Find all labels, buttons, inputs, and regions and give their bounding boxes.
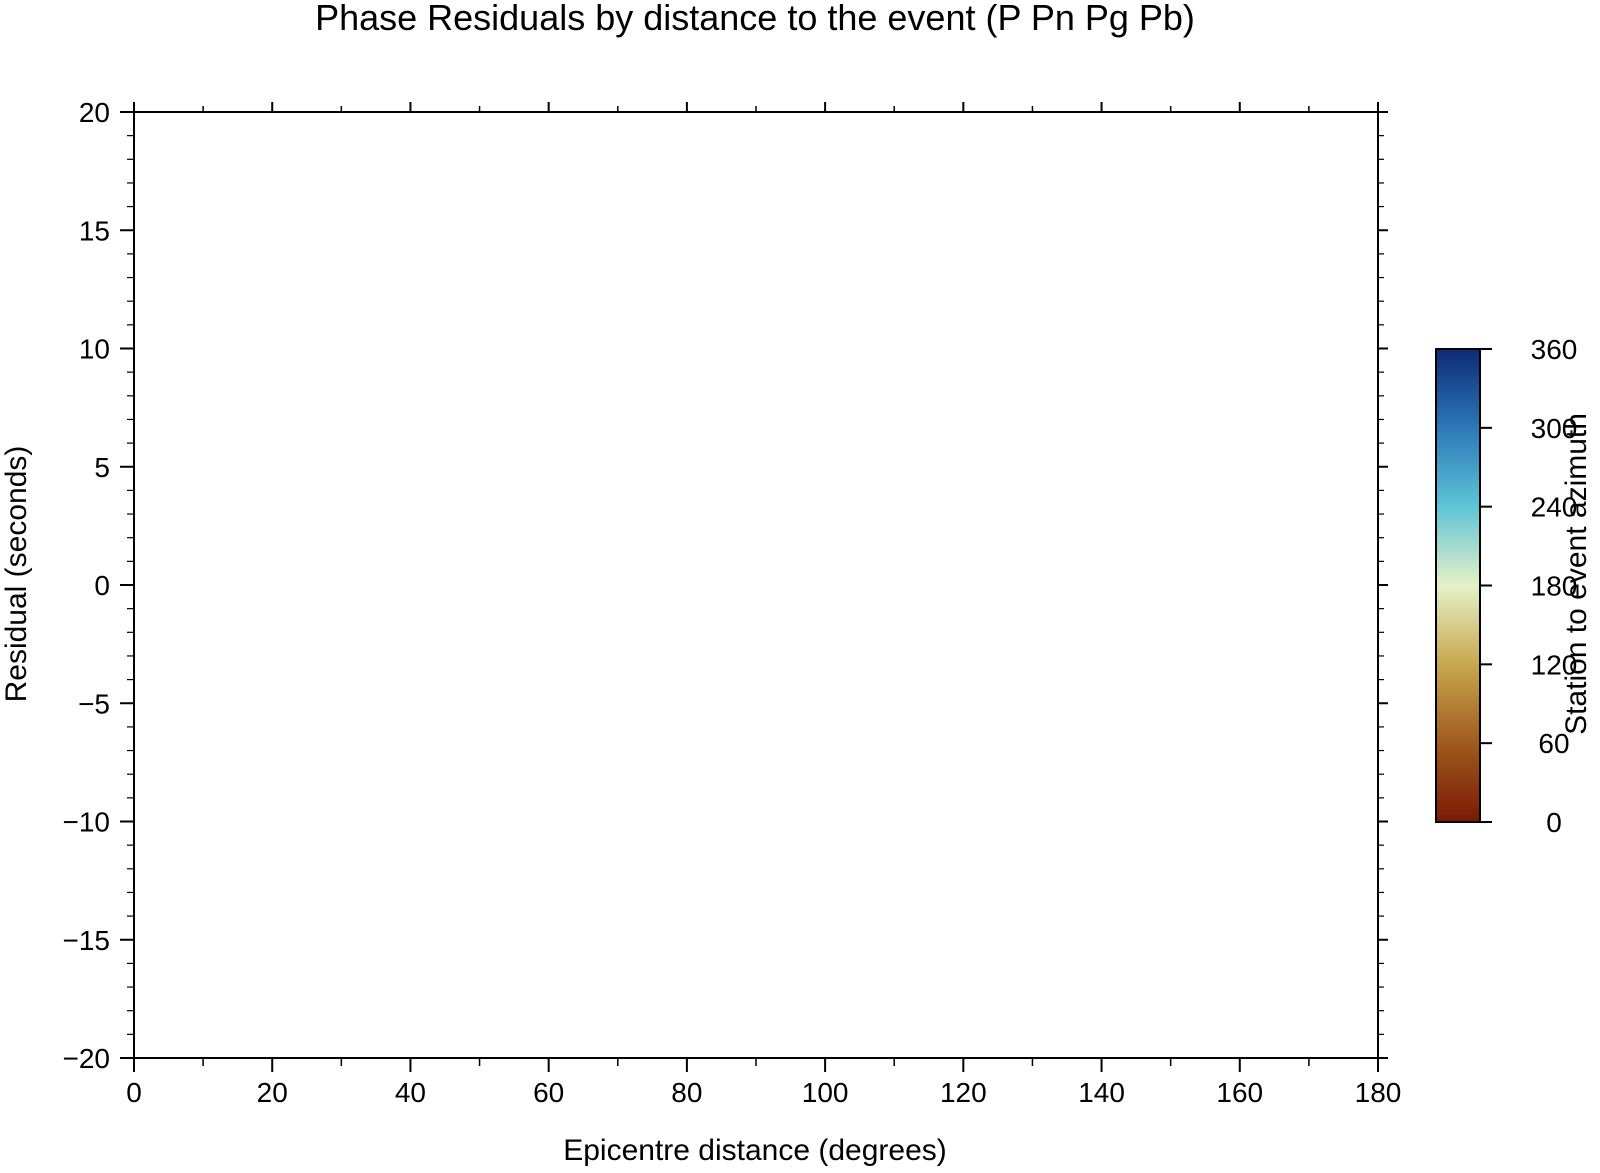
chart-title: Phase Residuals by distance to the event…	[315, 0, 1195, 38]
